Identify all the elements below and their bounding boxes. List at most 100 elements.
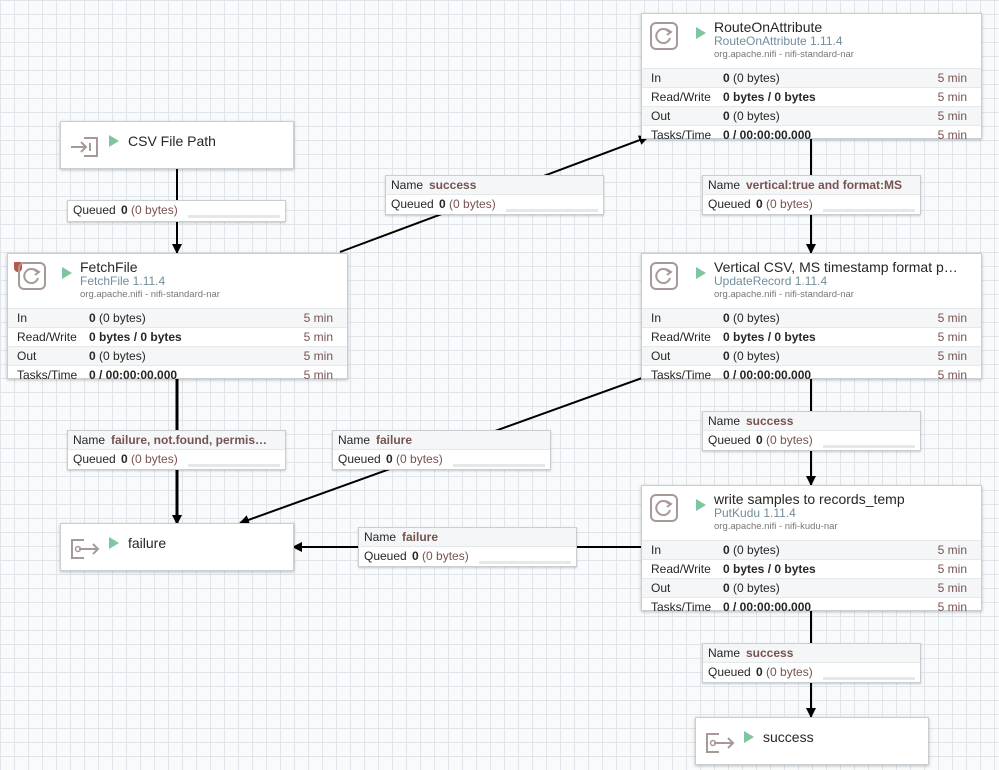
queued-count: 0 bbox=[386, 452, 393, 466]
stat-out-count: 0 bbox=[723, 349, 730, 363]
output-port-failure[interactable]: failure bbox=[60, 523, 294, 571]
stat-in-bytes: (0 bytes) bbox=[733, 543, 780, 557]
queued-bytes: (0 bytes) bbox=[422, 549, 469, 563]
queued-label: Queued bbox=[391, 197, 434, 211]
stat-in-bytes: (0 bytes) bbox=[99, 311, 146, 325]
processor-icon bbox=[650, 494, 678, 522]
port-name: failure bbox=[128, 535, 167, 551]
stat-window: 5 min bbox=[937, 581, 967, 595]
stat-in-count: 0 bbox=[723, 71, 730, 85]
name-label: Name bbox=[73, 433, 106, 447]
input-port-csv-file-path[interactable]: CSV File Path bbox=[60, 121, 294, 169]
processor-name: FetchFile bbox=[80, 259, 138, 275]
processor-putkudu[interactable]: write samples to records_temp PutKudu 1.… bbox=[641, 485, 982, 614]
stat-label-out: Out bbox=[17, 349, 37, 363]
processor-updaterecord[interactable]: Vertical CSV, MS timestamp format p… Upd… bbox=[641, 253, 982, 382]
stat-readwrite: 0 bytes / 0 bytes bbox=[723, 562, 816, 576]
queued-label: Queued bbox=[708, 197, 751, 211]
stat-label-out: Out bbox=[651, 109, 671, 123]
queued-bytes: (0 bytes) bbox=[131, 203, 178, 217]
queue-bar bbox=[506, 209, 598, 212]
processor-type: FetchFile 1.11.4 bbox=[80, 274, 166, 288]
stat-window: 5 min bbox=[937, 330, 967, 344]
running-icon bbox=[696, 499, 706, 511]
queue-bar bbox=[188, 215, 280, 218]
stat-label-readwrite: Read/Write bbox=[17, 330, 77, 344]
processor-fetchfile[interactable]: FetchFile FetchFile 1.11.4 org.apache.ni… bbox=[7, 253, 348, 382]
queue-bar bbox=[453, 464, 545, 467]
name-label: Name bbox=[338, 433, 371, 447]
running-icon bbox=[744, 731, 754, 743]
name-label: Name bbox=[708, 646, 741, 660]
stat-out-count: 0 bbox=[89, 349, 96, 363]
stat-label-tasks: Tasks/Time bbox=[651, 600, 712, 614]
connection-label-put-to-success[interactable]: Name success Queued 0 (0 bytes) bbox=[702, 643, 921, 683]
stat-out-bytes: (0 bytes) bbox=[733, 581, 780, 595]
processor-name: RouteOnAttribute bbox=[714, 19, 823, 35]
stat-in-bytes: (0 bytes) bbox=[733, 311, 780, 325]
queued-count: 0 bbox=[412, 549, 419, 563]
stat-label-in: In bbox=[651, 543, 662, 557]
output-port-success[interactable]: success bbox=[695, 717, 929, 765]
processor-type: PutKudu 1.11.4 bbox=[714, 506, 796, 520]
connection-name: failure bbox=[376, 433, 413, 447]
processor-bundle: org.apache.nifi - nifi-standard-nar bbox=[80, 289, 220, 300]
stat-window: 5 min bbox=[303, 330, 333, 344]
stat-window: 5 min bbox=[937, 311, 967, 325]
processor-name: Vertical CSV, MS timestamp format p… bbox=[714, 259, 958, 275]
output-port-icon bbox=[71, 539, 100, 559]
queued-bytes: (0 bytes) bbox=[766, 665, 813, 679]
stat-label-in: In bbox=[17, 311, 28, 325]
queued-label: Queued bbox=[708, 665, 751, 679]
stat-window: 5 min bbox=[303, 368, 333, 382]
processor-icon bbox=[18, 262, 46, 290]
processor-icon bbox=[650, 262, 678, 290]
queued-count: 0 bbox=[121, 203, 128, 217]
running-icon bbox=[696, 27, 706, 39]
stat-label-tasks: Tasks/Time bbox=[651, 368, 712, 382]
queued-bytes: (0 bytes) bbox=[449, 197, 496, 211]
processor-name: write samples to records_temp bbox=[714, 491, 905, 507]
stat-label-readwrite: Read/Write bbox=[651, 90, 711, 104]
queued-label: Queued bbox=[338, 452, 381, 466]
stat-in-count: 0 bbox=[723, 543, 730, 557]
running-icon bbox=[696, 267, 706, 279]
stat-in-count: 0 bbox=[89, 311, 96, 325]
input-port-icon bbox=[71, 137, 98, 157]
stat-label-tasks: Tasks/Time bbox=[651, 128, 712, 142]
stat-window: 5 min bbox=[937, 349, 967, 363]
queued-count: 0 bbox=[756, 665, 763, 679]
processor-bundle: org.apache.nifi - nifi-standard-nar bbox=[714, 289, 854, 300]
stat-out-count: 0 bbox=[723, 581, 730, 595]
stat-window: 5 min bbox=[937, 543, 967, 557]
connection-label-csv-to-fetch[interactable]: Queued 0 (0 bytes) bbox=[67, 200, 286, 222]
name-label: Name bbox=[708, 414, 741, 428]
queued-bytes: (0 bytes) bbox=[766, 197, 813, 211]
processor-bundle: org.apache.nifi - nifi-kudu-nar bbox=[714, 521, 838, 532]
running-icon bbox=[62, 267, 72, 279]
stat-window: 5 min bbox=[303, 311, 333, 325]
running-icon bbox=[109, 135, 119, 147]
stat-window: 5 min bbox=[937, 368, 967, 382]
processor-routeonattribute[interactable]: RouteOnAttribute RouteOnAttribute 1.11.4… bbox=[641, 13, 982, 142]
queue-bar bbox=[823, 677, 915, 680]
name-label: Name bbox=[391, 178, 424, 192]
stat-window: 5 min bbox=[937, 562, 967, 576]
stat-out-bytes: (0 bytes) bbox=[99, 349, 146, 363]
connection-name: failure bbox=[402, 530, 439, 544]
queue-bar bbox=[823, 445, 915, 448]
processor-bundle: org.apache.nifi - nifi-standard-nar bbox=[714, 49, 854, 60]
queued-label: Queued bbox=[73, 452, 116, 466]
stat-out-bytes: (0 bytes) bbox=[733, 109, 780, 123]
queued-count: 0 bbox=[121, 452, 128, 466]
connection-name: success bbox=[746, 646, 794, 660]
connection-name: success bbox=[746, 414, 794, 428]
